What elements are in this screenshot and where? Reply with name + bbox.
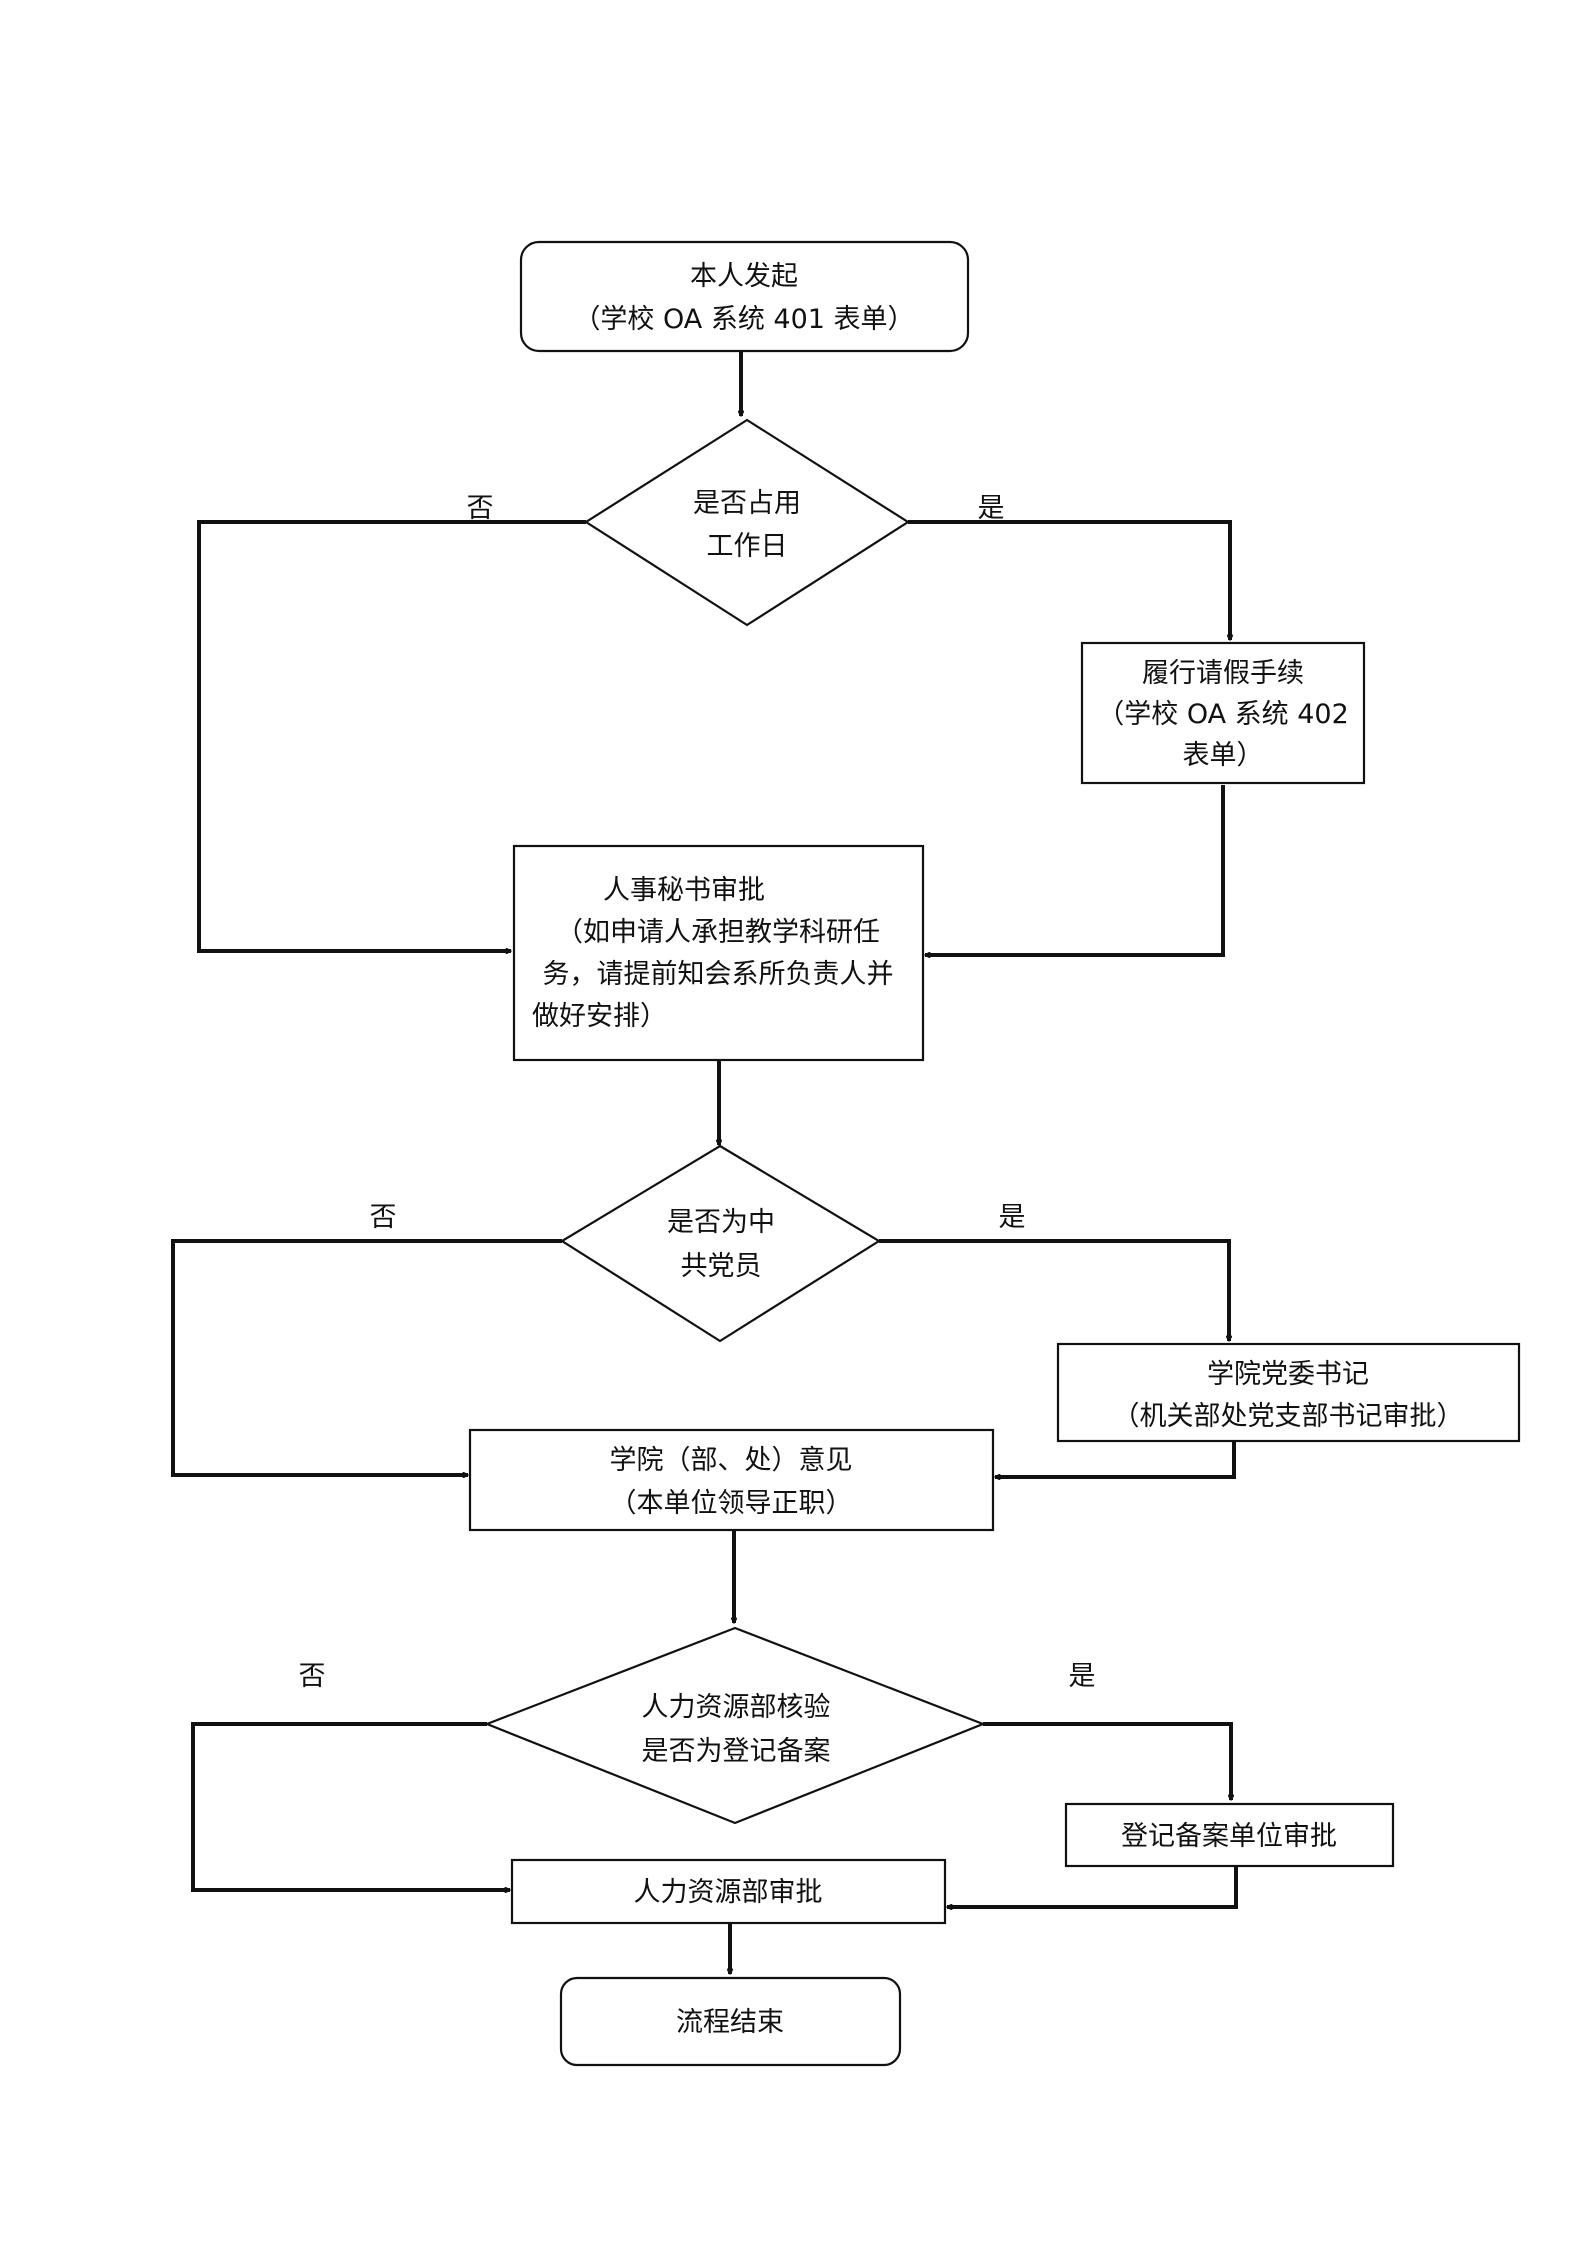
edge-filing-unit-to-hr-approval bbox=[947, 1866, 1238, 1907]
edge-party-yes bbox=[879, 1239, 1229, 1341]
decision-party: 是否为中 共党员 bbox=[559, 1144, 882, 1343]
party-secretary-line-2: （机关部处党支部书记审批） bbox=[1113, 1401, 1464, 1432]
decision-filing-line-2: 是否为登记备案 bbox=[642, 1736, 831, 1767]
start-node-line-2: （学校 OA 系统 401 表单） bbox=[573, 304, 914, 335]
edge-label-workday-no: 否 bbox=[467, 493, 494, 524]
leave-procedure-line-1: 履行请假手续 bbox=[1142, 658, 1304, 689]
leave-procedure-node: 履行请假手续 （学校 OA 系统 402 表单） bbox=[1080, 641, 1366, 785]
decision-party-line-1: 是否为中 bbox=[667, 1207, 775, 1238]
college-opinion-line-2: （本单位领导正职） bbox=[610, 1488, 853, 1519]
party-secretary-node: 学院党委书记 （机关部处党支部书记审批） bbox=[1056, 1342, 1521, 1443]
hr-secretary-line-1: 人事秘书审批 bbox=[603, 875, 765, 906]
decision-filing: 人力资源部核验 是否为登记备案 bbox=[483, 1626, 987, 1825]
start-node-line-1: 本人发起 bbox=[690, 261, 798, 292]
edge-workday-yes bbox=[908, 520, 1230, 640]
filing-unit-node: 登记备案单位审批 bbox=[1064, 1802, 1395, 1868]
edge-label-workday-yes: 是 bbox=[978, 493, 1005, 524]
hr-secretary-line-4: 做好安排） bbox=[532, 1001, 667, 1032]
edge-filing-yes bbox=[983, 1722, 1231, 1800]
decision-party-line-2: 共党员 bbox=[681, 1251, 762, 1282]
leave-procedure-line-2: （学校 OA 系统 402 bbox=[1097, 699, 1349, 730]
hr-secretary-node: 人事秘书审批 （如申请人承担教学科研任 务，请提前知会系所负责人并 做好安排） bbox=[512, 844, 925, 1062]
hr-approval-line-1: 人力资源部审批 bbox=[634, 1877, 823, 1908]
college-opinion-line-1: 学院（部、处）意见 bbox=[610, 1445, 853, 1476]
start-node: 本人发起 （学校 OA 系统 401 表单） bbox=[519, 240, 970, 353]
edge-workday-no bbox=[197, 520, 586, 951]
edge-party-secretary-to-college-opinion bbox=[995, 1441, 1236, 1477]
edge-label-party-yes: 是 bbox=[999, 1202, 1026, 1233]
decision-workday-line-2: 工作日 bbox=[707, 531, 788, 562]
decision-filing-line-1: 人力资源部核验 bbox=[642, 1692, 831, 1723]
party-secretary-line-1: 学院党委书记 bbox=[1207, 1359, 1369, 1390]
end-node-line-1: 流程结束 bbox=[676, 2007, 784, 2038]
edge-label-party-no: 否 bbox=[370, 1202, 397, 1233]
edge-party-no bbox=[171, 1239, 562, 1475]
edge-leave-to-hr-secretary bbox=[925, 785, 1225, 955]
hr-secretary-line-2: （如申请人承担教学科研任 bbox=[556, 917, 880, 948]
hr-approval-node: 人力资源部审批 bbox=[510, 1858, 947, 1925]
decision-workday-line-1: 是否占用 bbox=[693, 488, 801, 519]
decision-workday: 是否占用 工作日 bbox=[583, 418, 911, 627]
connectors bbox=[171, 352, 1238, 1974]
edge-label-filing-no: 否 bbox=[299, 1661, 326, 1692]
hr-secretary-line-3: 务，请提前知会系所负责人并 bbox=[543, 959, 894, 990]
end-node: 流程结束 bbox=[559, 1976, 902, 2067]
edge-labels: 否 是 否 是 否 是 bbox=[299, 493, 1096, 1692]
edge-label-filing-yes: 是 bbox=[1069, 1661, 1096, 1692]
nodes: 本人发起 （学校 OA 系统 401 表单） 是否占用 工作日 履行请假手续 （… bbox=[468, 240, 1521, 2067]
edge-filing-no bbox=[191, 1722, 510, 1890]
filing-unit-line-1: 登记备案单位审批 bbox=[1121, 1821, 1337, 1852]
college-opinion-node: 学院（部、处）意见 （本单位领导正职） bbox=[468, 1428, 995, 1532]
leave-procedure-line-3: 表单） bbox=[1183, 740, 1264, 771]
